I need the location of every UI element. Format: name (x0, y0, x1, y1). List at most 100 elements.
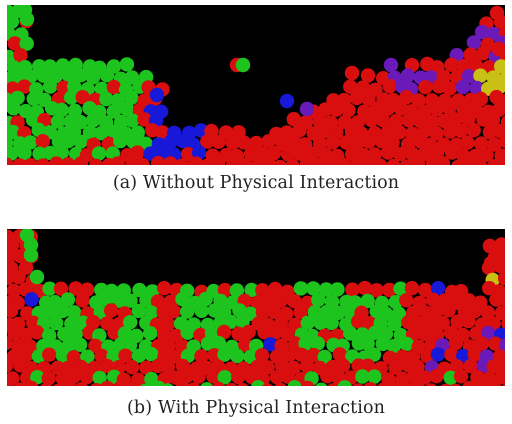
particle-red (7, 238, 19, 254)
particle-green (66, 305, 82, 320)
particle-red (56, 80, 71, 95)
particle-red (175, 380, 190, 386)
particle-red (7, 303, 19, 318)
particle-red (287, 134, 302, 150)
particle-red (404, 281, 420, 296)
particle-red (494, 148, 505, 163)
particle-red (286, 112, 301, 127)
particle-red (166, 304, 181, 319)
particle-red (231, 369, 246, 385)
particle-red (292, 123, 307, 138)
particle-purple (466, 35, 482, 50)
particle-green (23, 135, 38, 150)
particle-green (30, 370, 45, 385)
particle-green (330, 282, 345, 297)
particle-green (32, 146, 47, 161)
particle-green (200, 336, 216, 351)
particle-red (389, 113, 404, 129)
particle-red (485, 112, 501, 128)
particle-green (217, 347, 232, 362)
particle-green (44, 304, 59, 319)
particle-green (42, 328, 57, 343)
particle-red (363, 382, 377, 386)
particle-red (417, 370, 432, 385)
particle-red (110, 156, 125, 165)
particle-red (483, 255, 499, 271)
particle-red (273, 293, 288, 309)
particle-red (225, 382, 238, 386)
particle-green (343, 326, 358, 341)
particle-red (473, 91, 489, 107)
particle-green (7, 124, 21, 140)
particle-blue (143, 146, 158, 161)
particle-red (429, 304, 444, 319)
particle-red (160, 316, 176, 332)
particle-red (268, 281, 283, 297)
particle-green (151, 380, 166, 386)
particle-green (293, 281, 309, 296)
particle-red (329, 102, 344, 117)
particle-red (66, 369, 81, 384)
particle-red (474, 380, 489, 386)
particle-red (431, 79, 447, 94)
particle-red (362, 156, 377, 165)
particle-canvas-b (7, 229, 505, 386)
particle-red (217, 282, 233, 298)
particle-red (282, 347, 297, 362)
particle-red (440, 383, 452, 386)
particle-purple (474, 24, 490, 40)
particle-red (75, 382, 89, 386)
particle-red (435, 156, 451, 165)
particle-purple (400, 68, 416, 83)
particle-red (7, 326, 22, 341)
particle-red (487, 380, 502, 386)
particle-red (393, 146, 408, 162)
particle-red (364, 112, 379, 128)
particle-red (225, 159, 240, 165)
particle-green (324, 315, 339, 331)
particle-green (331, 305, 346, 320)
particle-red (341, 103, 356, 118)
particle-red (339, 135, 354, 150)
particle-green (131, 348, 147, 363)
particle-red (180, 147, 196, 162)
particle-red (266, 145, 282, 161)
particle-red (429, 102, 444, 117)
particle-red (62, 380, 77, 386)
particle-red (444, 57, 459, 72)
particle-red (211, 381, 226, 386)
particle-green (99, 68, 115, 83)
particle-red (293, 304, 308, 320)
particle-red (187, 382, 201, 386)
particle-green (131, 303, 146, 319)
particle-green (43, 79, 58, 94)
particle-red (41, 371, 56, 386)
particle-red (35, 134, 50, 149)
particle-green (310, 336, 325, 351)
particle-red (451, 159, 466, 165)
particle-green (251, 380, 266, 386)
particle-red (291, 146, 307, 161)
caption-a: (a) Without Physical Interaction (112, 173, 400, 193)
particle-red (225, 135, 240, 150)
particle-red (18, 327, 34, 342)
particle-red (448, 335, 463, 351)
particle-red (7, 36, 22, 51)
particle-red (399, 293, 414, 308)
particle-red (206, 369, 221, 384)
particle-red (377, 382, 390, 386)
particle-red (336, 157, 351, 165)
particle-red (389, 381, 403, 386)
particle-red (466, 122, 481, 138)
particle-red (300, 380, 315, 386)
particle-green (80, 349, 95, 364)
particle-green (300, 315, 315, 330)
particle-red (163, 156, 178, 165)
particle-green (230, 348, 245, 364)
particle-red (261, 383, 274, 386)
particle-red (261, 293, 276, 308)
particle-red (236, 383, 249, 386)
particle-red (280, 147, 296, 162)
particle-green (360, 336, 375, 351)
particle-red (345, 282, 360, 297)
